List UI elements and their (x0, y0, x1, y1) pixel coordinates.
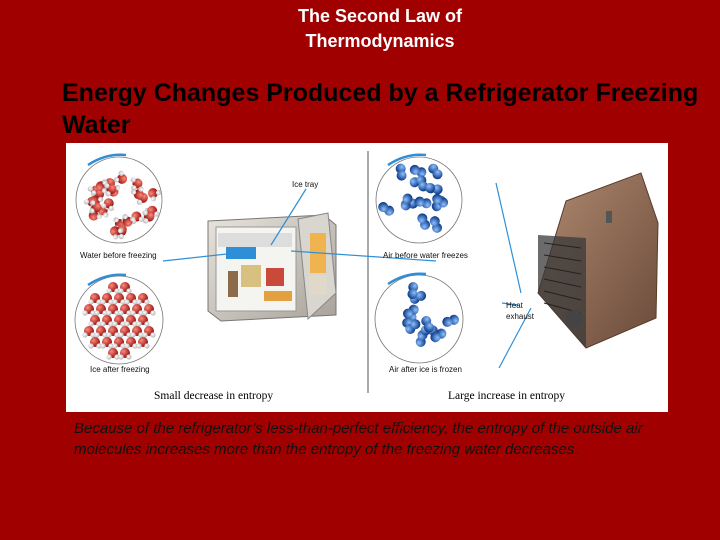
air-molecule (428, 163, 443, 180)
water-molecule (112, 337, 126, 349)
water-molecule (101, 198, 114, 211)
water-molecule (113, 170, 128, 184)
air-molecule (442, 314, 459, 327)
water-molecule (82, 304, 96, 316)
air-before-label: Air before water freezes (383, 251, 468, 260)
slide-title: The Second Law of Thermodynamics (0, 4, 720, 54)
water-molecule (89, 200, 102, 214)
water-molecule (142, 304, 156, 316)
open-refrigerator-illustration (207, 212, 337, 322)
water-molecule (147, 188, 162, 202)
water-molecule (136, 293, 150, 305)
water-molecule (88, 293, 102, 305)
water-molecule (124, 337, 138, 349)
water-molecule (124, 293, 138, 305)
water-molecule (88, 337, 102, 349)
air-molecule (402, 304, 419, 319)
slide-title-text: The Second Law of Thermodynamics (297, 6, 462, 51)
entropy-illustration (74, 151, 659, 393)
water-molecule (94, 304, 108, 316)
large-increase-label: Large increase in entropy (448, 390, 565, 402)
water-molecule (88, 315, 102, 327)
water-molecule (106, 304, 120, 316)
air-after-label: Air after ice is frozen (389, 365, 462, 374)
air-before-circle (375, 156, 463, 244)
air-molecule (430, 328, 447, 343)
water-molecule (100, 337, 114, 349)
water-molecule (130, 177, 143, 191)
water-molecule (100, 293, 114, 305)
water-molecule (142, 326, 156, 338)
water-molecule (106, 348, 120, 360)
air-molecule (421, 316, 434, 333)
water-molecule (100, 315, 114, 327)
water-molecule (82, 326, 96, 338)
water-molecule (142, 210, 155, 224)
slide-subtitle: Energy Changes Produced by a Refrigerato… (62, 79, 699, 139)
water-molecule (124, 315, 138, 327)
water-molecule (118, 304, 132, 316)
water-molecule (122, 213, 136, 227)
air-molecule (378, 202, 395, 216)
air-molecule (409, 164, 427, 178)
air-molecule (418, 181, 436, 193)
water-before-freezing-label: Water before freezing (80, 251, 157, 260)
air-molecule (429, 216, 443, 233)
leader-lines (162, 182, 532, 369)
water-molecule (109, 226, 124, 240)
water-molecule (130, 304, 144, 316)
air-molecule (432, 193, 449, 208)
water-molecule (112, 293, 126, 305)
water-molecule (118, 348, 132, 360)
air-molecule (414, 196, 432, 209)
air-molecule (407, 282, 419, 300)
entropy-figure: Ice tray Water before freezing Ice after… (66, 143, 668, 412)
water-molecule (106, 282, 120, 294)
air-molecule (405, 319, 421, 334)
water-molecule (118, 326, 132, 338)
water-molecule (130, 326, 144, 338)
motion-arrows-icon (87, 153, 427, 287)
water-molecule (136, 315, 150, 327)
water-molecule (136, 337, 150, 349)
water-molecule (104, 183, 117, 197)
air-after-circle (374, 274, 464, 364)
water-molecule (112, 315, 126, 327)
ice-after-freezing-circle (74, 275, 164, 365)
ice-tray-label: Ice tray (292, 180, 319, 189)
water-molecule (94, 326, 108, 338)
air-molecule (417, 213, 431, 230)
refrigerator-back-illustration (537, 172, 659, 349)
small-decrease-label: Small decrease in entropy (154, 390, 274, 402)
slide-caption: Because of the refrigerator’s less-than-… (74, 420, 643, 458)
water-molecule (118, 282, 132, 294)
water-molecule (130, 186, 144, 200)
water-before-freezing-circle (75, 156, 163, 244)
ice-after-freezing-label: Ice after freezing (90, 365, 150, 374)
heat-exhaust-label: Heat exhaust (506, 301, 535, 321)
air-molecule (400, 193, 413, 211)
air-molecule (395, 163, 407, 181)
water-molecule (106, 326, 120, 338)
